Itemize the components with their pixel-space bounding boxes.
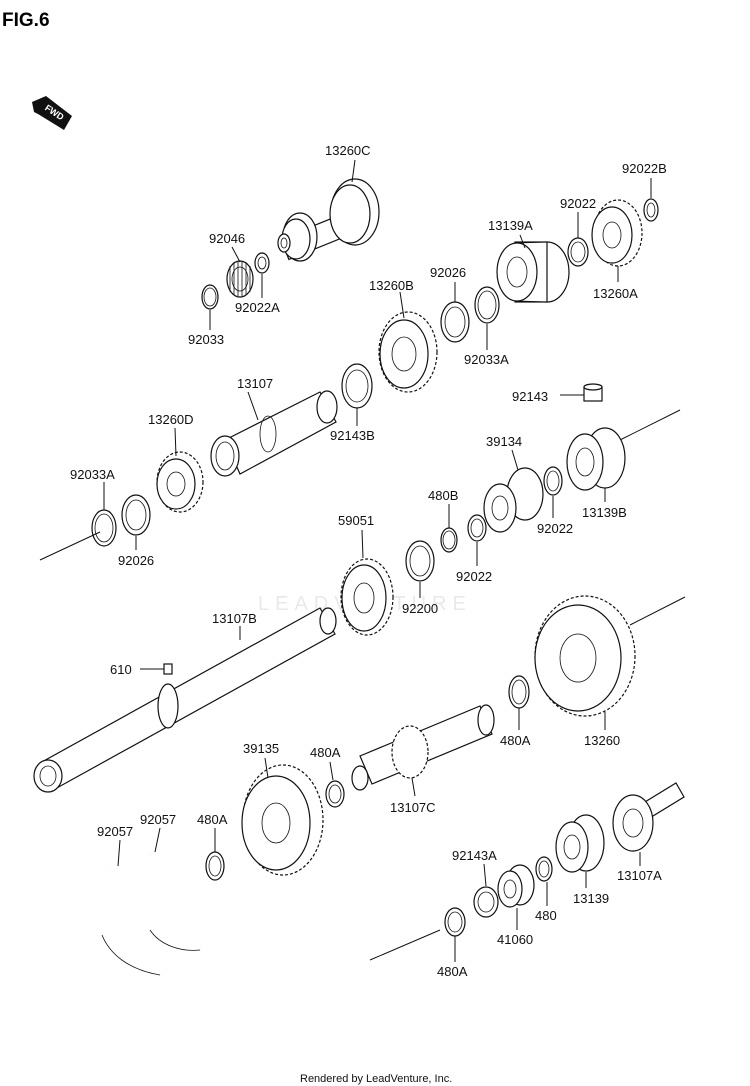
- label-41060: 41060: [497, 932, 533, 947]
- shaft-gear-13107c[interactable]: [351, 704, 495, 791]
- label-13260b: 13260B: [369, 278, 414, 293]
- washer-92022-mid[interactable]: [543, 466, 563, 496]
- label-13107c: 13107C: [390, 800, 436, 815]
- label-13260: 13260: [584, 733, 620, 748]
- label-92143a: 92143A: [452, 848, 497, 863]
- circlip-480a-gear[interactable]: [205, 851, 225, 881]
- circlip-92033a-left[interactable]: [91, 509, 117, 547]
- hub-39134[interactable]: [483, 467, 544, 533]
- figure-title: FIG.6: [2, 10, 50, 31]
- label-92057-b: 92057: [140, 812, 176, 827]
- collar-92143a[interactable]: [473, 886, 499, 918]
- label-92046: 92046: [209, 231, 245, 246]
- label-92026-top: 92026: [430, 265, 466, 280]
- label-13260c: 13260C: [325, 143, 371, 158]
- collar-92143b[interactable]: [341, 363, 373, 409]
- label-92022-mid: 92022: [537, 521, 573, 536]
- centerline-upper-left: [39, 531, 101, 561]
- label-92200: 92200: [402, 601, 438, 616]
- label-13260a: 13260A: [593, 286, 638, 301]
- circlip-480a-shaft[interactable]: [325, 780, 345, 808]
- label-480a-gear: 480A: [197, 812, 228, 827]
- label-13107b: 13107B: [212, 611, 257, 626]
- fwd-arrow-icon: FWD: [32, 96, 72, 130]
- label-92022a: 92022A: [235, 300, 280, 315]
- gear-59051[interactable]: [340, 558, 394, 636]
- centerline-upper-right: [619, 409, 681, 441]
- circlip-480a-bottom[interactable]: [444, 907, 466, 937]
- label-13139a: 13139A: [488, 218, 533, 233]
- label-13139: 13139: [573, 891, 609, 906]
- label-59051: 59051: [338, 513, 374, 528]
- circlip-480[interactable]: [535, 856, 553, 882]
- washer-92026-top[interactable]: [440, 301, 470, 343]
- gear-39135[interactable]: [241, 764, 324, 876]
- bushing-41060[interactable]: [497, 864, 535, 908]
- sleeve-13107[interactable]: [210, 390, 338, 477]
- label-39134: 39134: [486, 434, 522, 449]
- label-92143: 92143: [512, 389, 548, 404]
- label-92022b: 92022B: [622, 161, 667, 176]
- circlip-480a-ring[interactable]: [508, 675, 530, 709]
- washer-92022-mid2[interactable]: [467, 514, 487, 542]
- label-92022-mid2: 92022: [456, 569, 492, 584]
- part-labels: 13260C 92022B 92022 13139A 92046 92026 1…: [70, 143, 667, 979]
- washer-92022-top[interactable]: [567, 237, 589, 267]
- label-13107: 13107: [237, 376, 273, 391]
- label-92033: 92033: [188, 332, 224, 347]
- label-13107a: 13107A: [617, 868, 662, 883]
- circlip-480b[interactable]: [440, 527, 458, 553]
- label-480a-shaft: 480A: [310, 745, 341, 760]
- shaft-13107a[interactable]: [612, 782, 685, 852]
- label-480b: 480B: [428, 488, 458, 503]
- collar-92143[interactable]: [583, 383, 603, 402]
- footer-credit: Rendered by LeadVenture, Inc.: [300, 1073, 452, 1085]
- pin-610[interactable]: [163, 663, 173, 675]
- label-610: 610: [110, 662, 132, 677]
- chain-92057-a[interactable]: [101, 868, 162, 977]
- centerline-lower: [369, 929, 441, 961]
- gear-13139b[interactable]: [566, 427, 626, 491]
- label-13139b: 13139B: [582, 505, 627, 520]
- label-13260d: 13260D: [148, 412, 194, 427]
- chain-92057-b[interactable]: [147, 853, 202, 952]
- leader-lines: [103, 159, 652, 962]
- gear-13260a[interactable]: [591, 199, 643, 267]
- label-39135: 39135: [243, 741, 279, 756]
- gear-13260[interactable]: [534, 595, 636, 717]
- circlip-92033[interactable]: [201, 284, 219, 310]
- washer-92026-left[interactable]: [121, 494, 151, 536]
- gear-13139a[interactable]: [496, 241, 570, 303]
- circlip-92033a-top[interactable]: [474, 286, 500, 324]
- washer-92022b[interactable]: [643, 198, 659, 222]
- gear-13139[interactable]: [555, 814, 605, 873]
- label-92022: 92022: [560, 196, 596, 211]
- needle-bearing-92046[interactable]: [226, 260, 254, 298]
- washer-92200[interactable]: [405, 540, 435, 582]
- label-480a-ring: 480A: [500, 733, 531, 748]
- label-92057-a: 92057: [97, 824, 133, 839]
- label-480: 480: [535, 908, 557, 923]
- centerline-mid-right: [629, 596, 686, 626]
- label-92033a-top: 92033A: [464, 352, 509, 367]
- label-92026-left: 92026: [118, 553, 154, 568]
- shaft-13107b[interactable]: [33, 607, 337, 793]
- washer-92022a[interactable]: [254, 252, 270, 274]
- gear-13260b[interactable]: [378, 311, 438, 393]
- label-92033a-left: 92033A: [70, 467, 115, 482]
- label-92143b: 92143B: [330, 428, 375, 443]
- gear-13260d[interactable]: [156, 451, 204, 513]
- label-480a-bottom: 480A: [437, 964, 468, 979]
- countershaft-gear-13260c[interactable]: [277, 178, 380, 262]
